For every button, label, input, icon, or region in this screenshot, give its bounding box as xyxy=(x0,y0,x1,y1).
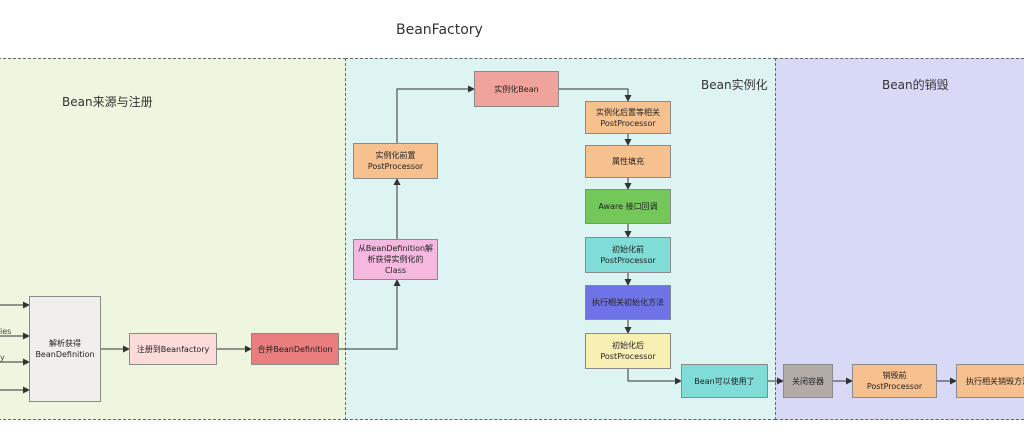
node-merge-bean-definition: 合并BeanDefinition xyxy=(251,333,339,365)
node-pre-destroy-postprocessor: 销毁前 PostProcessor xyxy=(852,364,937,398)
region-label-destruction: Bean的销毁 xyxy=(882,78,949,92)
node-resolve-class: 从BeanDefinition解 析获得实例化的 Class xyxy=(353,239,438,280)
region-label-instantiation: Bean实例化 xyxy=(701,78,768,92)
node-register-bean-factory: 注册到Beanfactory xyxy=(129,333,217,365)
edge-label-y: y xyxy=(0,353,5,362)
node-aware-callbacks: Aware 接口回调 xyxy=(585,189,671,224)
node-populate-properties: 属性填充 xyxy=(585,145,671,178)
node-init-methods: 执行相关初始化方法 xyxy=(585,285,671,320)
node-pre-initialization-postprocessor: 初始化前 PostProcessor xyxy=(585,237,671,273)
node-pre-instantiation-postprocessor: 实例化前置 PostProcessor xyxy=(353,143,438,179)
region-label-registration: Bean来源与注册 xyxy=(62,95,153,109)
node-destroy-methods: 执行相关销毁方法 xyxy=(956,364,1024,398)
edge-merge-resolve xyxy=(339,279,401,350)
edge-preinst-instantiate xyxy=(396,85,475,143)
node-close-container: 关闭容器 xyxy=(783,364,833,398)
diagram-title: BeanFactory xyxy=(396,22,483,38)
node-post-initialization-postprocessor: 初始化后 PostProcessor xyxy=(585,333,671,369)
edge-postinit-ready xyxy=(627,369,682,385)
region-bean-destruction xyxy=(775,58,1024,420)
node-bean-ready: Bean可以使用了 xyxy=(681,364,768,398)
node-post-instantiation-postprocessor: 实例化后置等相关 PostProcessor xyxy=(585,101,671,134)
node-instantiate-bean: 实例化Bean xyxy=(474,71,559,107)
edge-label-ies: ies xyxy=(0,327,12,336)
edge-instantiate-postinst xyxy=(559,88,632,102)
node-parse-bean-definition: 解析获得 BeanDefinition xyxy=(29,296,101,402)
